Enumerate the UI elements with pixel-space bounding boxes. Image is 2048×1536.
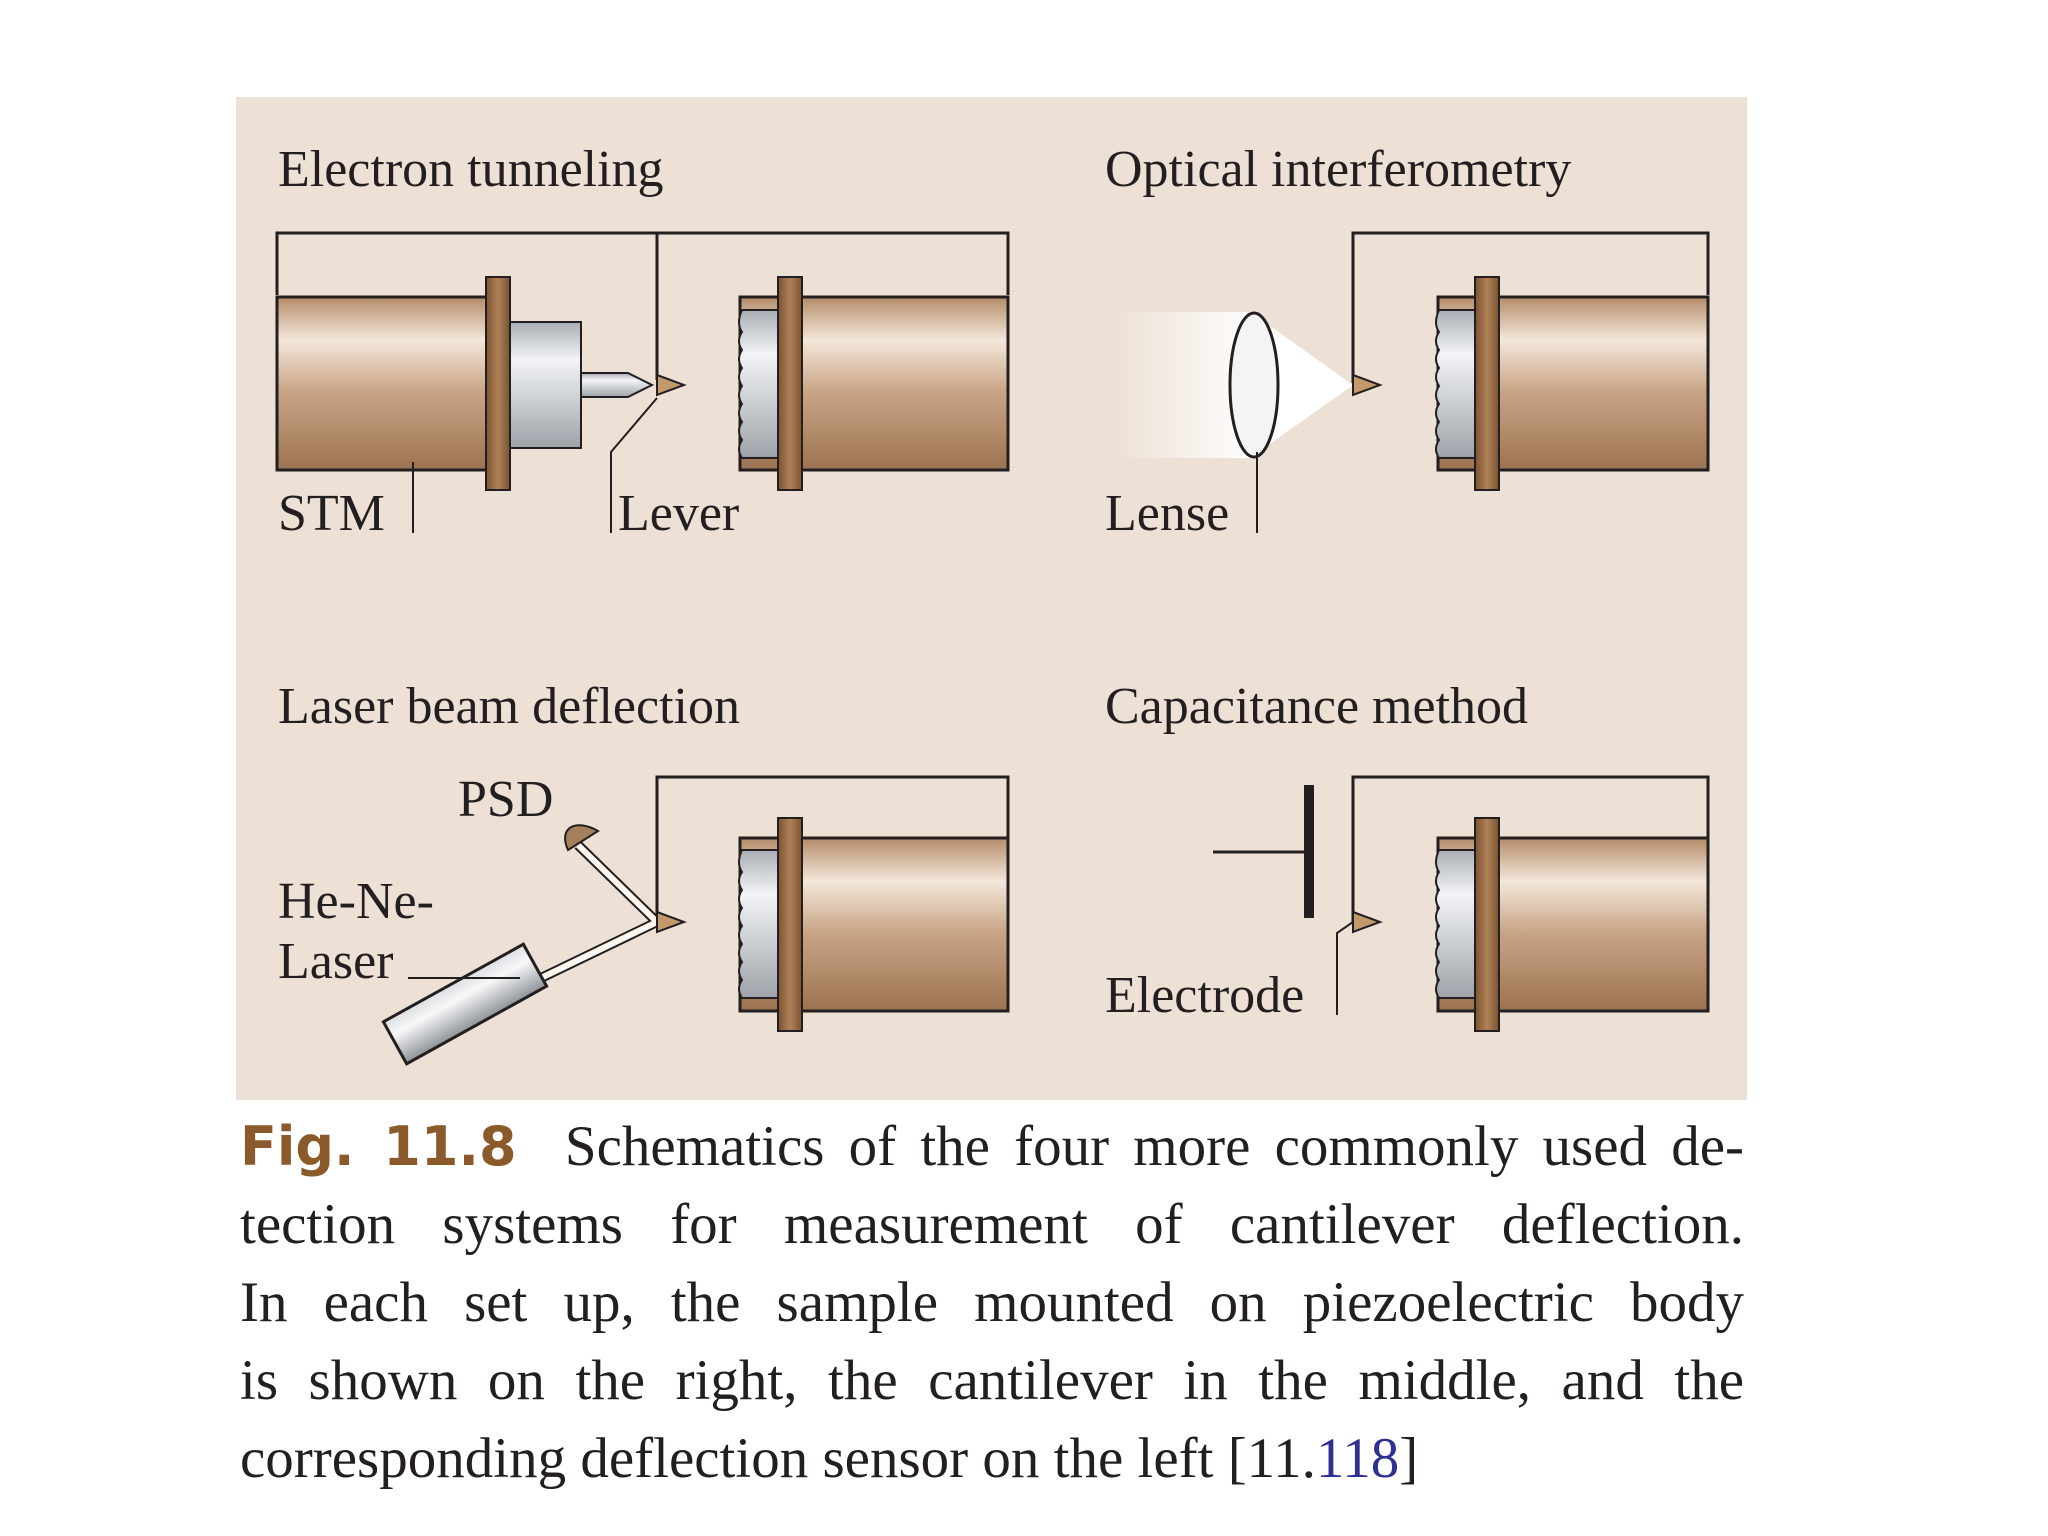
lever-leader [610, 397, 658, 533]
psd-detector [564, 824, 600, 852]
label-laser-line1: He-Ne- [278, 873, 434, 930]
caption-line-4: is shown on the right, the cantilever in… [240, 1349, 1744, 1412]
caption-line-5: corresponding deflection sensor on the l… [240, 1420, 1744, 1498]
label-laser-line2: Laser [278, 933, 393, 990]
label-psd: PSD [458, 771, 553, 828]
label-electrode: Electrode [1105, 967, 1304, 1024]
reference-link[interactable]: 118 [1315, 1427, 1400, 1490]
piezo-flange [1474, 276, 1500, 491]
he-ne-laser [381, 942, 549, 1066]
frame-line [275, 231, 1010, 295]
piezo-flange [777, 276, 803, 491]
frame-line [1351, 231, 1710, 383]
panel-title-electron-tunneling: Electron tunneling [278, 141, 664, 198]
panel-title-optical-interferometry: Optical interferometry [1105, 141, 1571, 198]
figure-caption: Fig. 11.8 Schematics of the four more co… [240, 1108, 1744, 1498]
label-lever: Lever [618, 485, 739, 542]
electrode-leader [1336, 921, 1354, 1015]
caption-line-3: In each set up, the sample mounted on pi… [240, 1271, 1744, 1334]
lens [1228, 311, 1280, 459]
lever-tip [656, 910, 687, 934]
label-stm: STM [278, 485, 385, 542]
panel-electron-tunneling: Electron tunneling STM Lever [275, 141, 1010, 542]
frame-line [655, 775, 1010, 922]
sample [1435, 309, 1476, 459]
frame-line [1351, 775, 1710, 922]
sample [1435, 849, 1476, 999]
panel-capacitance-method: Capacitance method Electrode [1105, 678, 1710, 1032]
caption-line-2: tection systems for measurement of canti… [240, 1193, 1744, 1256]
piezo-flange [777, 817, 803, 1032]
caption-text-5: corresponding deflection sensor on the l… [240, 1427, 1316, 1490]
caption-line-1: Fig. 11.8 Schematics of the four more co… [240, 1108, 1744, 1186]
sample [738, 309, 779, 459]
label-lense: Lense [1105, 485, 1229, 542]
lever-tip [1352, 373, 1383, 397]
caption-text-1: Schematics of the four more commonly use… [564, 1115, 1744, 1178]
reference-close: ] [1399, 1427, 1419, 1490]
stm-flange [485, 276, 511, 491]
panel-title-capacitance-method: Capacitance method [1105, 678, 1528, 735]
panel-title-laser-beam-deflection: Laser beam deflection [278, 678, 740, 735]
stm-head [509, 321, 582, 449]
lever-tip [656, 373, 687, 397]
stm-tip [580, 372, 655, 398]
sample [738, 849, 779, 999]
piezo-flange [1474, 817, 1500, 1032]
panel-optical-interferometry: Optical interferometry Lense [1105, 141, 1710, 542]
stm-piezo-body [275, 295, 489, 472]
panel-laser-beam-deflection: Laser beam deflection PSD He-Ne- Laser [278, 678, 1010, 1066]
figure-label: Fig. 11.8 [240, 1115, 517, 1178]
